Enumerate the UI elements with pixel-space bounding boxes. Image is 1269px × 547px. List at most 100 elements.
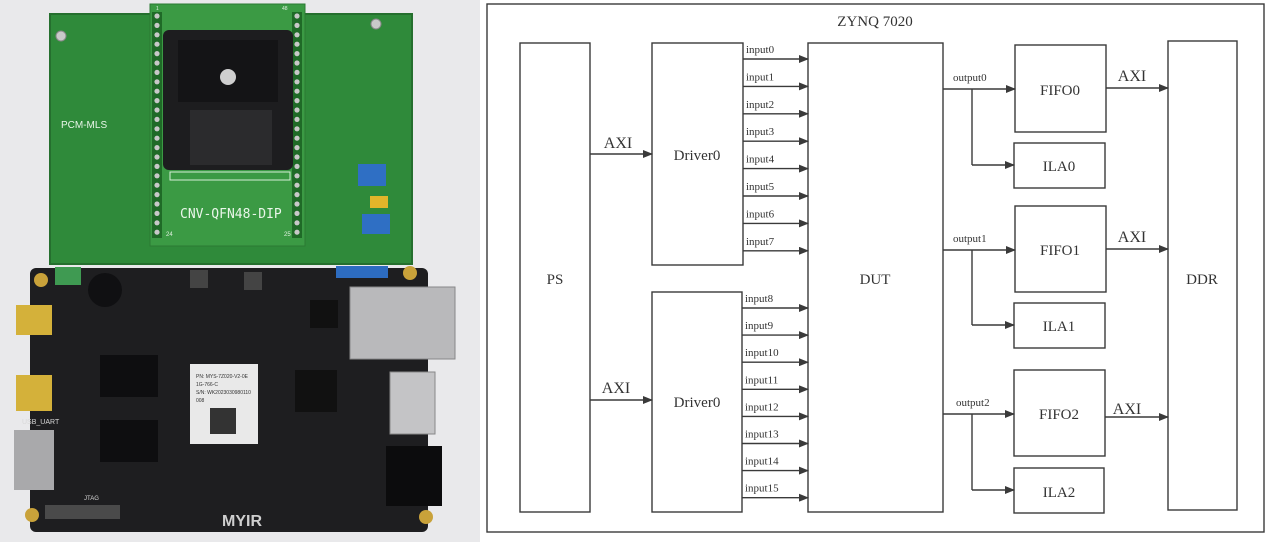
phy-chip	[295, 370, 337, 412]
header-pin	[294, 60, 300, 66]
module-text: 1G-766-C	[196, 382, 218, 388]
pin-header-right	[292, 12, 302, 238]
ila0-label: ILA0	[1043, 159, 1076, 175]
ps-label: PS	[547, 272, 564, 288]
jtag-header	[45, 505, 120, 519]
brand-logo: MYIR	[222, 513, 262, 530]
mount-hole	[419, 510, 433, 524]
mount-hole	[370, 18, 382, 30]
usb-uart-port	[16, 375, 52, 411]
header-pin	[154, 182, 160, 188]
board-label: PCM-MLS	[61, 120, 107, 131]
header-pin	[294, 32, 300, 38]
header-pin	[294, 22, 300, 28]
driver-top-label: Driver0	[674, 148, 721, 164]
input-label-input6: input6	[746, 208, 775, 220]
header-pin	[154, 135, 160, 141]
header-pin	[294, 145, 300, 151]
header-pin	[154, 41, 160, 47]
axi-label-fifo0-ddr: AXI	[1118, 68, 1146, 85]
dut-label: DUT	[860, 272, 891, 288]
header-pin	[154, 201, 160, 207]
header-pin	[294, 126, 300, 132]
header-pin	[154, 192, 160, 198]
usb-port	[16, 305, 52, 335]
output-label-output1: output1	[953, 233, 987, 245]
socket-label: CNV-QFN48-DIP	[180, 207, 282, 222]
push-button	[190, 270, 208, 288]
output-label-output0: output0	[953, 72, 987, 84]
jumper	[370, 196, 388, 208]
input-label-input11: input11	[745, 374, 778, 386]
input-label-input13: input13	[745, 429, 779, 441]
header-pin	[294, 13, 300, 19]
input-label-input9: input9	[745, 320, 774, 332]
ethernet-jack	[349, 286, 456, 360]
input-label-input2: input2	[746, 99, 774, 111]
header-pin	[294, 163, 300, 169]
header-pin	[154, 220, 160, 226]
axi-label-ps-driver-bottom: AXI	[602, 380, 630, 397]
header-pin	[154, 145, 160, 151]
terminal-block	[55, 267, 81, 285]
axi-label-fifo1-ddr: AXI	[1118, 229, 1146, 246]
mount-hole	[34, 273, 48, 287]
dc-jack	[386, 446, 442, 506]
header-pin	[294, 116, 300, 122]
module-text: 008	[196, 398, 205, 404]
pin-dots	[154, 13, 300, 235]
input-label-input3: input3	[746, 126, 775, 138]
pin-header-left	[152, 12, 162, 238]
fifo0-label: FIFO0	[1040, 83, 1080, 99]
header-pin	[294, 107, 300, 113]
header-pin	[154, 22, 160, 28]
zynq-outer-frame	[486, 3, 1265, 533]
header-pin	[294, 69, 300, 75]
test-board-photo: PCM-MLS CNV-QFN48-DIP 1 48 24 25	[0, 0, 480, 542]
header-pin	[294, 229, 300, 235]
ddr-block	[1167, 40, 1238, 511]
socket-button	[220, 69, 236, 85]
header-pin	[154, 107, 160, 113]
header-pin	[154, 88, 160, 94]
ddr-chip	[100, 420, 158, 462]
input-label-input15: input15	[745, 483, 779, 495]
axi-label-ps-driver-top: AXI	[604, 135, 632, 152]
header-pin	[154, 32, 160, 38]
header-pin	[294, 182, 300, 188]
header-pin	[294, 51, 300, 57]
ddr-label: DDR	[1186, 272, 1218, 288]
header-pin	[294, 41, 300, 47]
header-pin	[294, 79, 300, 85]
module-text: PN: MYS-7Z020-V2-0E	[196, 374, 249, 380]
header-pin	[294, 173, 300, 179]
header-pin	[154, 173, 160, 179]
header-pin	[154, 126, 160, 132]
header-pin	[154, 51, 160, 57]
input-label-input1: input1	[746, 71, 774, 83]
mount-hole	[25, 508, 39, 522]
ila2-label: ILA2	[1043, 485, 1076, 501]
pin-label: 24	[166, 232, 173, 238]
driver-bottom-label: Driver0	[674, 395, 721, 411]
header-pin	[294, 98, 300, 104]
jumpers	[336, 266, 388, 278]
potentiometer	[358, 164, 386, 186]
buzzer	[88, 273, 122, 307]
header-pin	[294, 192, 300, 198]
header-pin	[154, 210, 160, 216]
ddr-chip	[100, 355, 158, 397]
mount-hole	[403, 266, 417, 280]
header-pin	[294, 220, 300, 226]
input-label-input4: input4	[746, 154, 775, 166]
jtag-label: JTAG	[84, 496, 99, 502]
output-label-output2: output2	[956, 397, 990, 409]
chip	[310, 300, 338, 328]
header-pin	[154, 13, 160, 19]
pin-label: 25	[284, 232, 291, 238]
header-pin	[154, 116, 160, 122]
header-pin	[294, 201, 300, 207]
header-pin	[154, 163, 160, 169]
header-pin	[294, 210, 300, 216]
